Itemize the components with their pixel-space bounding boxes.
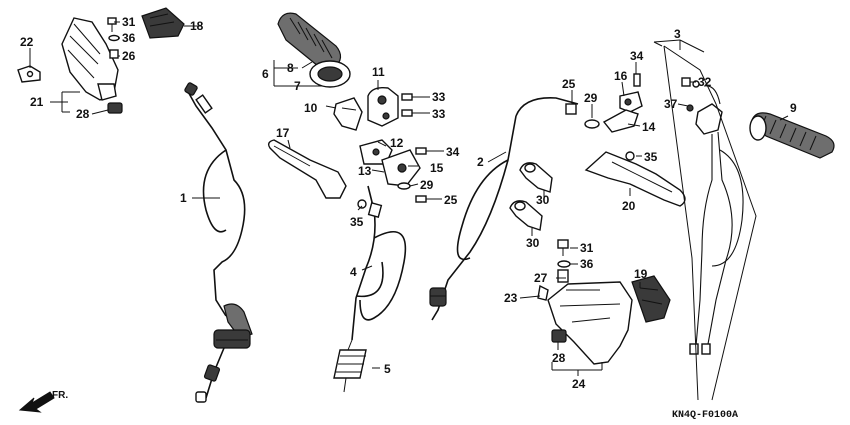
screw-33-a: [401, 93, 426, 101]
callout-6: 6: [262, 67, 269, 81]
callout-11: 11: [372, 65, 385, 79]
callout-30-top: 30: [536, 193, 550, 207]
callout-14: 14: [642, 120, 656, 134]
callout-36-right: 36: [580, 257, 594, 271]
collar-26: [109, 49, 119, 59]
washer-29-top: [584, 119, 600, 129]
callout-28-right: 28: [552, 351, 566, 365]
throttle-cover-10: [333, 97, 363, 131]
grip-cover-18: [141, 7, 185, 39]
callout-34-mid: 34: [446, 145, 460, 159]
bolt-32: [681, 77, 691, 87]
hand-guard-right-24: [537, 281, 633, 365]
callout-8: 8: [287, 61, 294, 75]
bolt-34-mid: [415, 147, 440, 155]
bolt-34-top: [633, 73, 641, 87]
callout-30-bottom: 30: [526, 236, 540, 250]
throttle-housing-11: [367, 86, 399, 127]
callout-26: 26: [122, 49, 136, 63]
collar-27: [557, 269, 569, 283]
callout-3: 3: [674, 27, 681, 41]
callout-9: 9: [790, 101, 797, 115]
callout-13: 13: [358, 164, 372, 178]
decompressor-holder-16: [602, 91, 643, 133]
throttle-grip-8: [277, 12, 351, 88]
callout-31-top: 31: [122, 15, 136, 29]
callout-5: 5: [384, 362, 391, 376]
leader-lines: [29, 21, 789, 401]
callout-23: 23: [504, 291, 518, 305]
callout-31-right: 31: [580, 241, 594, 255]
callout-18: 18: [190, 19, 204, 33]
callout-32: 32: [698, 75, 712, 89]
callout-25-top: 25: [562, 77, 576, 91]
nut-28-top: [107, 102, 123, 114]
callout-22: 22: [20, 35, 34, 49]
front-direction-arrow: FR.: [18, 390, 68, 413]
clutch-lever-holder-12: [359, 139, 393, 165]
cable-holder-30-top: [519, 162, 553, 193]
decompressor-cable-2: [429, 97, 579, 321]
callout-37: 37: [664, 97, 678, 111]
grip-cover-19: [631, 275, 671, 323]
bolt-25-top: [565, 103, 577, 115]
nut-35-right: [625, 151, 635, 161]
washer-36-top: [108, 34, 120, 42]
switch-assembly-3: [686, 80, 744, 355]
callout-1: 1: [180, 191, 187, 205]
bolt-31-top: [107, 17, 117, 32]
callout-15: 15: [430, 161, 444, 175]
callout-4: 4: [350, 265, 357, 279]
front-label: FR.: [52, 390, 68, 401]
clutch-cable-4: [351, 185, 407, 341]
nut-28-right: [551, 329, 567, 343]
callout-7: 7: [294, 79, 301, 93]
callout-29-top: 29: [584, 91, 598, 105]
nut-35-left: [357, 199, 367, 209]
callout-20: 20: [622, 199, 636, 213]
screw-33-b: [401, 109, 426, 117]
bolt-31-right: [557, 239, 569, 256]
callout-28-top: 28: [76, 107, 90, 121]
cable-holder-30-bottom: [509, 200, 543, 231]
callout-19: 19: [634, 267, 648, 281]
spring-5: [333, 339, 367, 393]
hand-guard-bracket-22: [17, 65, 41, 83]
callout-17: 17: [276, 126, 290, 140]
callout-34-top: 34: [630, 49, 644, 63]
callout-27: 27: [534, 271, 548, 285]
lever-20: [584, 151, 686, 207]
callout-2: 2: [477, 155, 484, 169]
throttle-cable-1: [184, 82, 253, 403]
callout-24: 24: [572, 377, 586, 391]
clutch-lever-17: [267, 139, 347, 199]
callout-10: 10: [304, 101, 318, 115]
callout-12: 12: [390, 136, 404, 150]
diagram-code: KN4Q-F0100A: [672, 410, 738, 421]
callout-36-top: 36: [122, 31, 136, 45]
right-grip-9: [749, 112, 835, 159]
callout-33-a: 33: [432, 90, 446, 104]
callout-16: 16: [614, 69, 628, 83]
callout-29-mid: 29: [420, 178, 434, 192]
callout-labels: 22 21 28 31 36 26 18 6 8 7 11 10 33 33 1…: [20, 15, 797, 391]
washer-36-right: [557, 260, 571, 268]
callout-33-b: 33: [432, 107, 446, 121]
hand-guard-left: [61, 17, 119, 101]
callout-21: 21: [30, 95, 44, 109]
callout-35-right: 35: [644, 150, 658, 164]
bolt-25-mid: [415, 195, 440, 203]
callout-25-mid: 25: [444, 193, 458, 207]
washer-29-mid: [397, 182, 411, 190]
clutch-holder-15: [381, 149, 421, 187]
callout-35-left: 35: [350, 215, 364, 229]
